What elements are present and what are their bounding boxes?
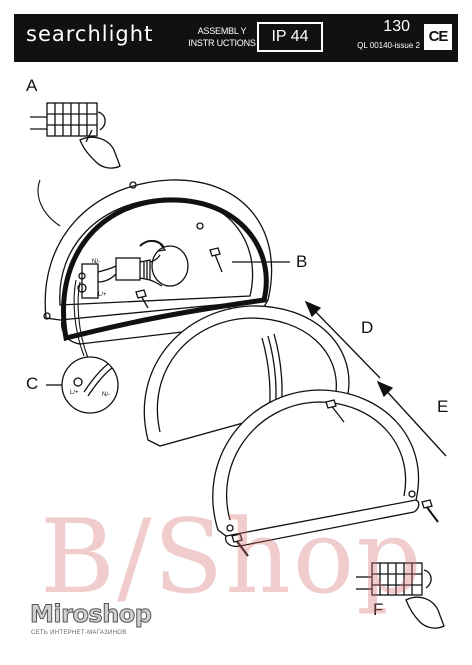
terminal-block-illustration-f	[356, 562, 445, 629]
document-number: 130	[383, 18, 410, 35]
terminal-block-illustration-a	[30, 102, 121, 169]
watermark-text: B/Shop	[40, 498, 424, 617]
step-label-f: F	[373, 600, 384, 619]
ip-rating-badge: IP 44	[257, 22, 323, 52]
wiring-inset-c	[46, 356, 119, 414]
cover-illustration	[212, 389, 439, 557]
assembly-instructions-title: ASSEMBL Y INSTR UCTIONS	[182, 25, 262, 49]
header-bar: searchlight ASSEMBL Y INSTR UCTIONS IP 4…	[14, 14, 458, 62]
step-label-b: B	[296, 252, 308, 271]
arrow-d	[304, 300, 381, 379]
miroshop-tagline: СЕТЬ ИНТЕРНЕТ-МАГАЗИНОВ	[31, 630, 127, 636]
step-label-d: D	[361, 318, 374, 337]
inset-live-tag: L/+	[70, 390, 79, 396]
live-tag: L/+	[98, 292, 107, 298]
miroshop-logo: Miroshop	[29, 600, 152, 629]
gasket-outline	[61, 197, 269, 342]
brand-logo: searchlight	[26, 22, 154, 46]
step-label-e: E	[437, 397, 449, 416]
neutral-tag: N/-	[92, 259, 100, 265]
issue-code: QL 00140-issue 2	[357, 41, 420, 50]
step-label-c: C	[26, 374, 39, 393]
ce-mark-icon: CE	[424, 24, 452, 50]
assembly-line-1: ASSEMBL Y	[197, 26, 247, 36]
assembly-line-2: INSTR UCTIONS	[188, 38, 256, 48]
step-label-a: A	[26, 76, 38, 95]
diffuser-shell-illustration	[143, 305, 350, 447]
inset-neutral-tag: N/-	[102, 392, 110, 398]
arrow-e	[376, 380, 447, 457]
